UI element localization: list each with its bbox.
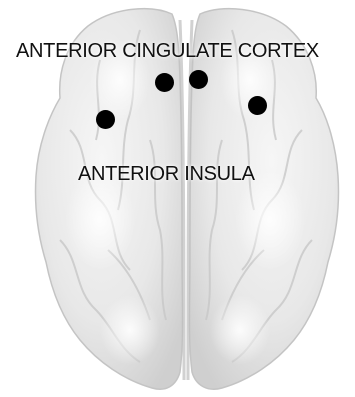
marker-left-anterior-insula xyxy=(96,110,115,129)
label-anterior-insula: ANTERIOR INSULA xyxy=(78,163,255,186)
marker-left-anterior-cingulate xyxy=(155,73,174,92)
marker-right-anterior-insula xyxy=(248,96,267,115)
marker-right-anterior-cingulate xyxy=(189,70,208,89)
label-anterior-cingulate-cortex: ANTERIOR CINGULATE CORTEX xyxy=(16,40,319,63)
